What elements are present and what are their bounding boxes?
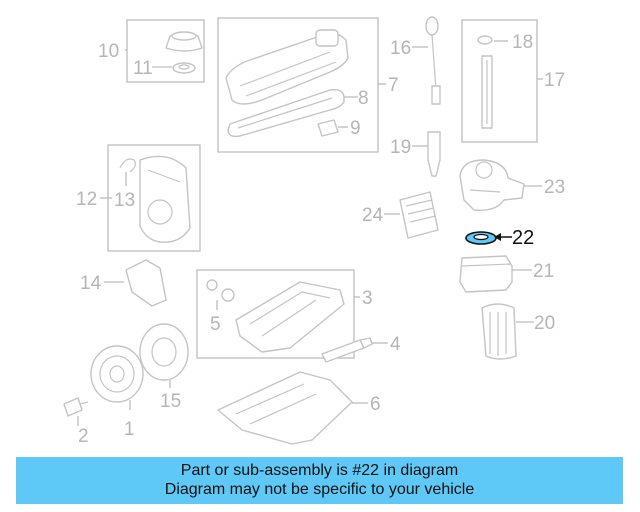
callout-15: 15 — [160, 391, 181, 412]
callout-20: 20 — [534, 313, 555, 334]
callout-18: 18 — [512, 32, 533, 53]
callout-24: 24 — [362, 205, 384, 226]
skid-plate-part[interactable] — [217, 371, 353, 445]
callout-3: 3 — [362, 288, 373, 309]
callout-19: 19 — [390, 137, 411, 158]
group-box-oil-cap — [126, 19, 205, 83]
oil-cooler-body-part[interactable] — [459, 255, 513, 293]
callout-16: 16 — [390, 38, 411, 59]
callout-5: 5 — [210, 314, 221, 335]
seal-part-13[interactable] — [119, 158, 136, 173]
guide-tube-part[interactable] — [481, 55, 493, 129]
bracket-part[interactable] — [317, 119, 339, 137]
oil-filter-part[interactable] — [481, 303, 517, 360]
group-box-tube — [461, 19, 538, 143]
oil-filler-cap-part[interactable] — [165, 31, 203, 52]
dipstick-tube-part[interactable] — [427, 131, 441, 177]
pulley-part-15[interactable] — [139, 323, 189, 381]
callout-11: 11 — [133, 58, 153, 79]
group-box-valve-cover — [217, 17, 379, 153]
callout-9: 9 — [350, 118, 361, 139]
dipstick-part[interactable] — [425, 16, 441, 105]
callout-17: 17 — [544, 70, 565, 91]
crank-pulley-part[interactable] — [90, 345, 144, 403]
banner-line-part-number: Part or sub-assembly is #22 in diagram — [180, 462, 459, 479]
cap-seal-part[interactable] — [172, 62, 196, 74]
oil-cooler-part[interactable] — [399, 191, 439, 239]
callout-4: 4 — [390, 334, 401, 355]
oil-pan-part[interactable] — [235, 281, 345, 353]
oil-filter-housing-part[interactable] — [459, 159, 525, 211]
callout-6: 6 — [370, 394, 381, 415]
highlighted-seal-part-22[interactable] — [465, 231, 497, 245]
timing-cover-part[interactable] — [139, 155, 191, 243]
parts-diagram: 10 11 7 8 9 16 19 1 — [63, 16, 565, 447]
info-banner: Part or sub-assembly is #22 in diagram D… — [16, 457, 623, 504]
callout-23: 23 — [544, 177, 565, 198]
sealant-tube-part[interactable] — [321, 337, 373, 363]
valve-cover-gasket-part[interactable] — [227, 88, 345, 138]
callout-13: 13 — [114, 190, 135, 211]
callout-14: 14 — [80, 273, 102, 294]
callout-22: 22 — [512, 227, 534, 249]
drain-plug-part[interactable] — [206, 279, 235, 302]
callout-2: 2 — [78, 426, 89, 447]
banner-line-disclaimer: Diagram may not be specific to your vehi… — [164, 481, 475, 498]
callout-7: 7 — [388, 75, 399, 96]
o-ring-part-18[interactable] — [477, 35, 493, 45]
valve-cover-part[interactable] — [225, 29, 349, 105]
callout-12: 12 — [76, 189, 97, 210]
callout-10: 10 — [98, 41, 119, 62]
bracket-part-14[interactable] — [125, 259, 167, 307]
callout-8: 8 — [358, 88, 369, 109]
group-box-oil-pan — [196, 269, 355, 359]
bolt-part[interactable] — [63, 397, 89, 417]
callout-1: 1 — [124, 419, 135, 440]
callout-21: 21 — [533, 261, 554, 282]
